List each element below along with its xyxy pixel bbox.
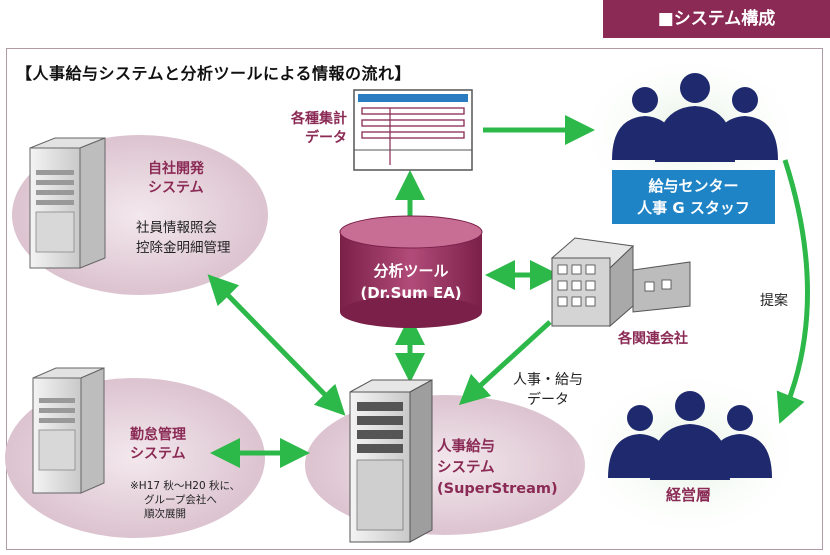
hr-data-edge-label: 人事・給与 データ: [513, 372, 583, 408]
in-house-server-icon: [29, 137, 106, 269]
diagram-frame: [6, 48, 823, 550]
hr-payroll-system-label: 人事給与 システム (SuperStream): [437, 439, 558, 497]
arrow-affiliates-to-hr: [458, 320, 552, 406]
arrow-center-to-management: [776, 159, 810, 424]
section-tag: ■システム構成: [603, 0, 830, 38]
attendance-system-title: 勤怠管理 システム: [130, 427, 186, 462]
diagram-heading: 【人事給与システムと分析ツールによる情報の流れ】: [16, 64, 412, 83]
payroll-center-people-icon: [612, 73, 778, 162]
in-house-system-details: 社員情報照会 控除金明細管理: [136, 220, 231, 256]
hr-payroll-server-icon: [349, 379, 433, 543]
payroll-center-badge: 給与センター 人事 G スタッフ: [612, 170, 775, 224]
proposal-edge-label: 提案: [760, 293, 788, 309]
attendance-server-icon: [32, 367, 105, 494]
arrow-inhouse-hr: [207, 274, 346, 416]
aggregate-data-label: 各種集計 データ: [291, 111, 347, 146]
management-people-icon: [608, 391, 772, 480]
aggregate-data-icon: [353, 89, 473, 171]
affiliates-label: 各関連会社: [618, 331, 688, 347]
in-house-system-title: 自社開発 システム: [148, 161, 204, 196]
attendance-system-note: ※H17 秋～H20 秋に、 グループ会社へ 順次展開: [130, 480, 241, 520]
analysis-tool-cylinder: [339, 215, 483, 328]
management-label: 経営層: [666, 486, 712, 504]
analysis-tool-label: 分析ツール (Dr.Sum EA): [360, 262, 462, 302]
affiliates-building-icon: [550, 237, 691, 328]
